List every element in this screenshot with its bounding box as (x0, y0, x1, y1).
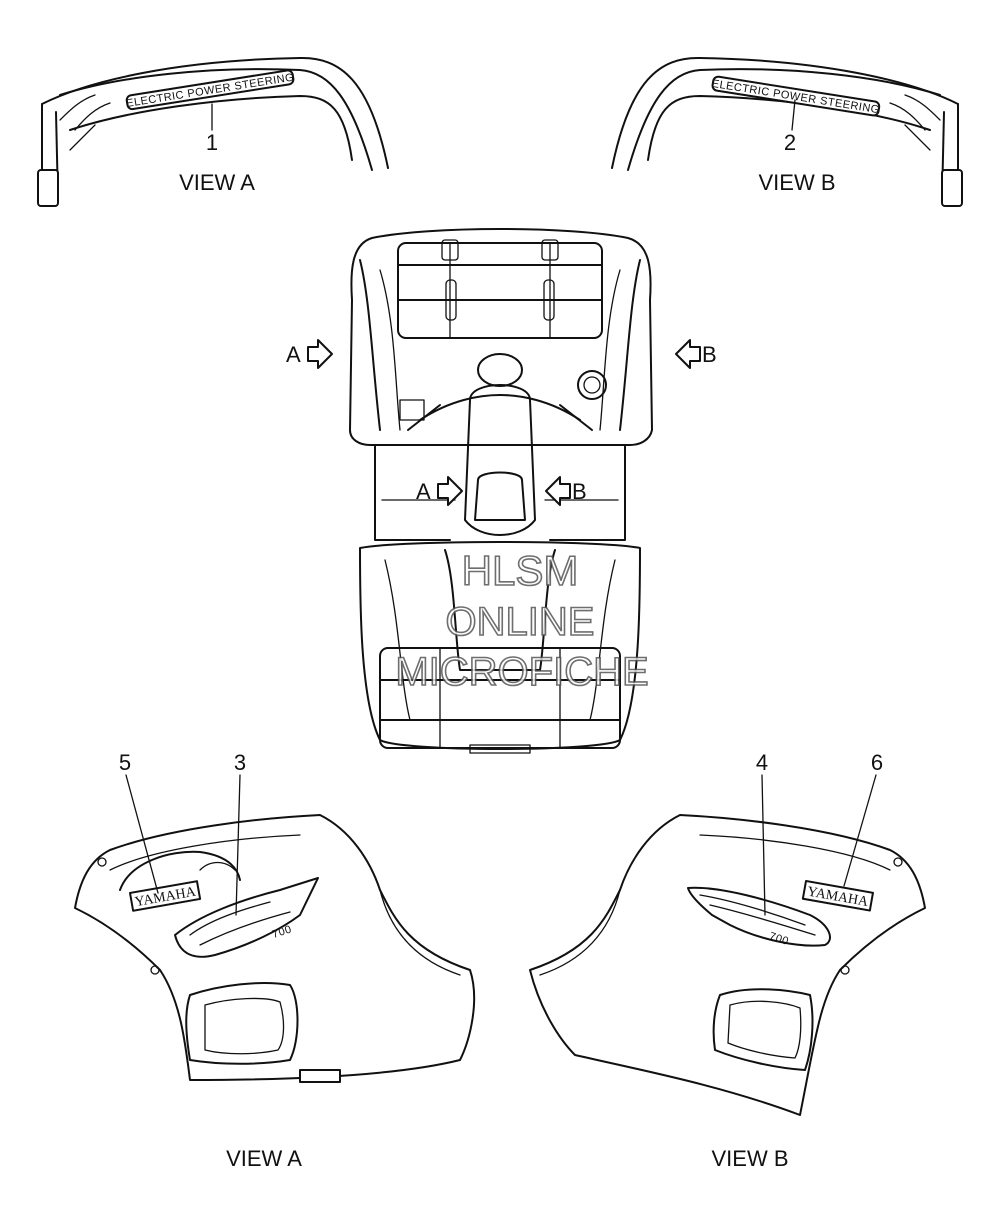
callout-5: 5 (119, 750, 131, 775)
svg-text:700: 700 (768, 930, 791, 948)
watermark-line3: MICROFICHE (395, 650, 648, 694)
arrow-b-outer: B (675, 339, 717, 369)
view-b-top-label: VIEW B (758, 170, 835, 195)
callout-3-leader (235, 774, 241, 916)
svg-text:700: 700 (271, 923, 294, 941)
callout-5-leader (125, 774, 159, 894)
arrow-b-inner: B (545, 476, 587, 506)
atv-top-view: A B A B (286, 228, 717, 754)
yamaha-decal-left: YAMAHA (129, 880, 202, 912)
eps-decal-left-text: ELECTRIC POWER STEERING (125, 72, 295, 110)
eps-decal-right: ELECTRIC POWER STEERING (711, 75, 881, 117)
callout-4-leader (761, 774, 766, 916)
watermark-line2: ONLINE (446, 600, 595, 644)
svg-text:A: A (416, 479, 431, 504)
model-decal-right: 700 (687, 886, 831, 948)
svg-text:B: B (702, 342, 717, 367)
watermark: HLSM ONLINE MICROFICHE (395, 546, 650, 695)
front-fender-view-a: ELECTRIC POWER STEERING 1 VIEW A (37, 56, 389, 207)
watermark-line1: HLSM (462, 547, 579, 594)
rear-fender-view-b: YAMAHA 700 4 6 VIEW B (529, 750, 926, 1171)
arrow-a-inner: A (416, 476, 463, 506)
callout-2: 2 (784, 130, 796, 155)
view-a-bottom-label: VIEW A (226, 1146, 302, 1171)
arrow-a-outer: A (286, 339, 333, 369)
front-fender-view-b: ELECTRIC POWER STEERING 2 VIEW B (611, 56, 963, 207)
callout-4: 4 (756, 750, 768, 775)
svg-text:B: B (572, 479, 587, 504)
model-decal-left: 700 (174, 877, 319, 958)
callout-2-leader (791, 99, 796, 131)
yamaha-decal-right: YAMAHA (801, 880, 874, 912)
callout-1: 1 (206, 130, 218, 155)
callout-6-leader (843, 774, 877, 887)
view-b-bottom-label: VIEW B (711, 1146, 788, 1171)
callout-3: 3 (234, 750, 246, 775)
view-a-top-label: VIEW A (179, 170, 255, 195)
rear-fender-view-a: YAMAHA 700 5 3 VIEW A (74, 750, 476, 1171)
callout-6: 6 (871, 750, 883, 775)
svg-text:A: A (286, 342, 301, 367)
